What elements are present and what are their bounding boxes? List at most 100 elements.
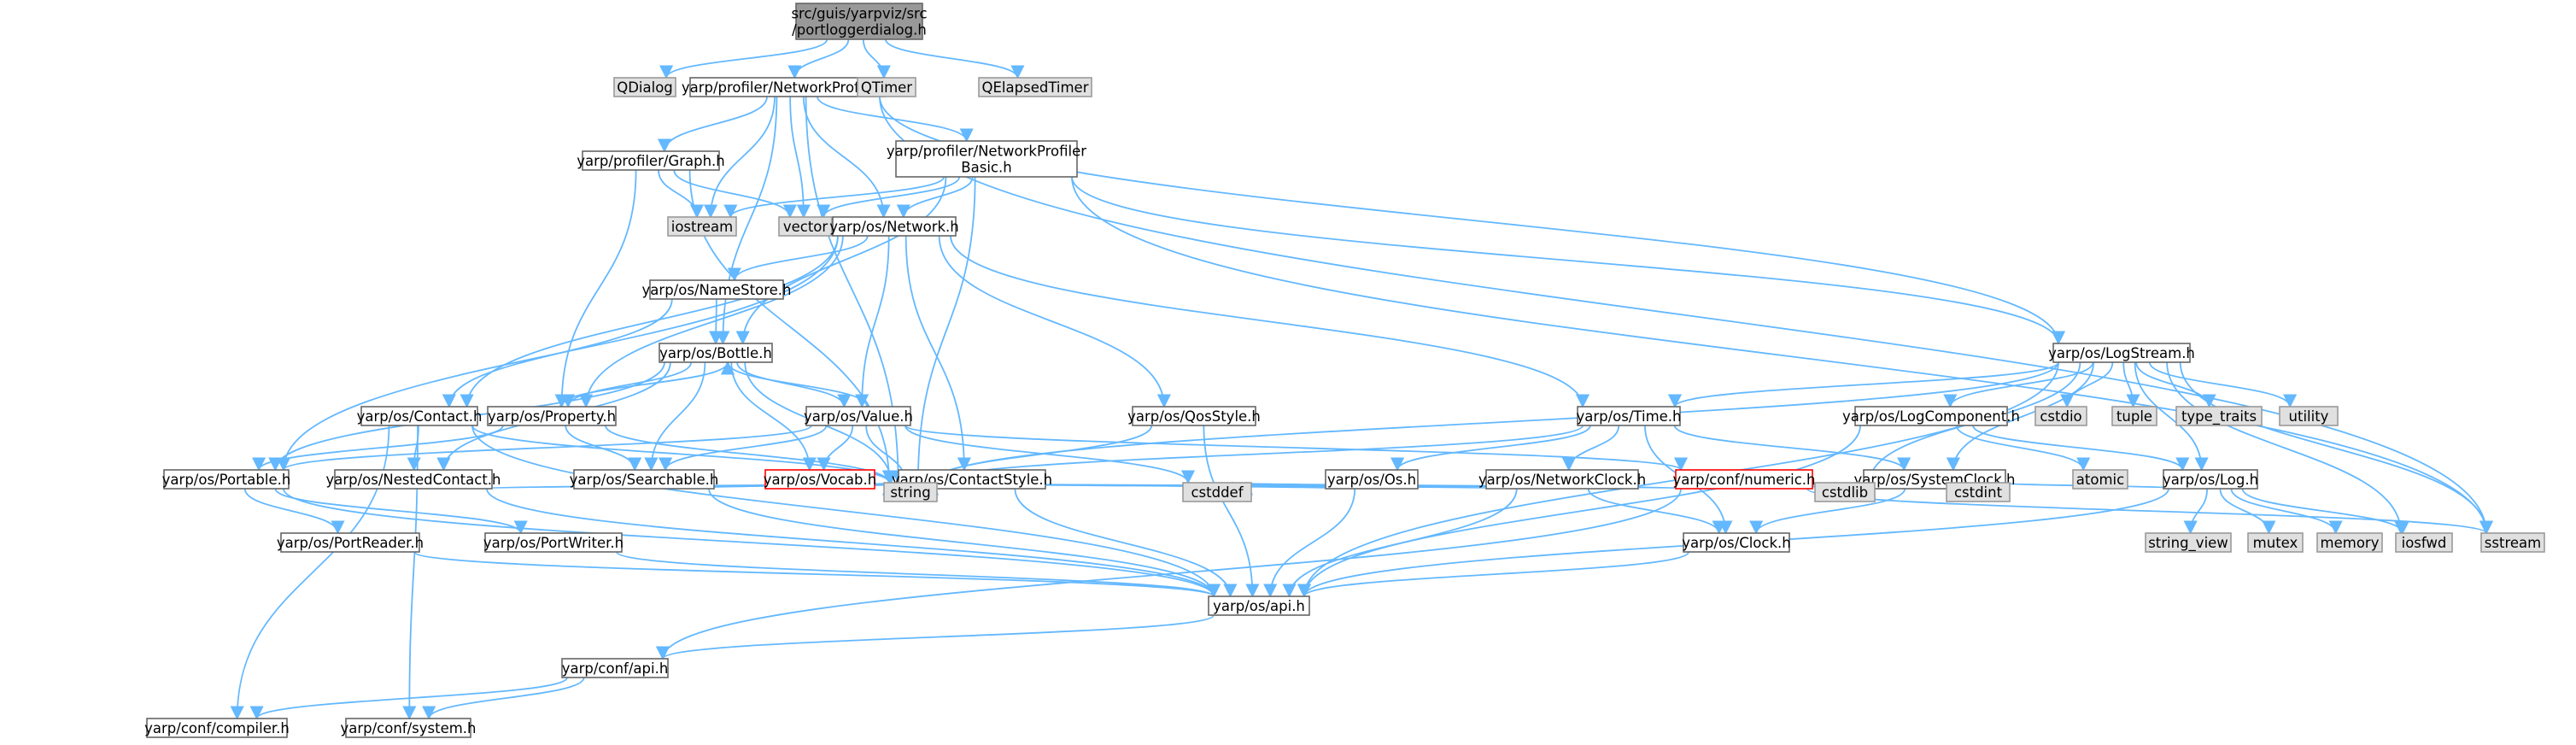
node-portable[interactable]: yarp/os/Portable.h xyxy=(162,469,291,490)
node-searchable[interactable]: yarp/os/Searchable.h xyxy=(570,469,719,490)
edge-property-to-bottle xyxy=(559,361,735,408)
node-iosfwd[interactable]: iosfwd xyxy=(2395,532,2453,553)
node-label: cstdint xyxy=(1954,484,2003,501)
node-logstream[interactable]: yarp/os/LogStream.h xyxy=(2048,343,2195,363)
node-box xyxy=(1208,595,1310,616)
edge-netprof-to-iostream xyxy=(703,96,776,219)
node-time[interactable]: yarp/os/Time.h xyxy=(1576,406,1682,426)
node-label: yarp/profiler/NetworkProfiler.h xyxy=(682,79,893,96)
node-namestore[interactable]: yarp/os/NameStore.h xyxy=(642,279,792,300)
node-label: yarp/os/Os.h xyxy=(1327,472,1416,488)
node-mutex[interactable]: mutex xyxy=(2247,532,2304,553)
edge-logcomp-to-log xyxy=(1972,425,2190,472)
node-string[interactable]: string xyxy=(883,482,938,502)
node-box xyxy=(764,469,875,490)
node-root[interactable]: src/guis/yarpviz/src/portloggerdialog.h xyxy=(791,3,928,40)
node-atomic[interactable]: atomic xyxy=(2072,469,2128,490)
node-compiler[interactable]: yarp/conf/compiler.h xyxy=(144,718,290,738)
node-clock[interactable]: yarp/os/Clock.h xyxy=(1682,532,1791,553)
edge-npbasic-to-vector xyxy=(817,176,961,219)
node-label: atomic xyxy=(2076,472,2124,488)
edge-graph-to-property xyxy=(554,169,637,408)
node-utility[interactable]: utility xyxy=(2279,406,2339,426)
edge-confapi-to-compiler xyxy=(249,677,568,720)
node-cstdint[interactable]: cstdint xyxy=(1946,482,2011,502)
node-value[interactable]: yarp/os/Value.h xyxy=(804,406,913,426)
node-tuple[interactable]: tuple xyxy=(2111,406,2157,426)
node-label: yarp/conf/numeric.h xyxy=(1673,472,1816,488)
node-numeric[interactable]: yarp/conf/numeric.h xyxy=(1673,469,1816,490)
node-memory[interactable]: memory xyxy=(2316,532,2383,553)
node-system[interactable]: yarp/conf/system.h xyxy=(340,718,477,738)
node-qelapsed[interactable]: QElapsedTimer xyxy=(978,77,1092,97)
node-contact[interactable]: yarp/os/Contact.h xyxy=(357,406,483,426)
edge-logstream-to-sstream xyxy=(2179,361,2494,535)
node-api[interactable]: yarp/os/api.h xyxy=(1208,595,1310,616)
edge-contactstyle-to-api xyxy=(1014,488,1238,598)
edge-bottle-to-vocab xyxy=(730,361,817,472)
node-label: yarp/os/Value.h xyxy=(804,408,913,425)
node-portwriter[interactable]: yarp/os/PortWriter.h xyxy=(483,532,624,553)
node-property[interactable]: yarp/os/Property.h xyxy=(487,406,617,426)
edge-portable-to-portwriter xyxy=(274,488,528,535)
edge-numeric-to-sstream xyxy=(1806,488,2493,535)
edge-network-to-property xyxy=(579,235,844,408)
node-os[interactable]: yarp/os/Os.h xyxy=(1325,469,1419,490)
edge-root-to-qdialog xyxy=(659,38,828,79)
node-cstddef[interactable]: cstddef xyxy=(1182,482,1252,502)
node-box xyxy=(1946,482,2011,502)
node-box xyxy=(883,482,938,502)
node-netclock[interactable]: yarp/os/NetworkClock.h xyxy=(1478,469,1646,490)
node-logcomp[interactable]: yarp/os/LogComponent.h xyxy=(1842,406,2020,426)
node-label: yarp/os/NetworkClock.h xyxy=(1478,472,1646,488)
edge-time-to-sysclock xyxy=(1673,425,1912,472)
node-vocab[interactable]: yarp/os/Vocab.h xyxy=(764,469,876,490)
edge-log-to-mutex xyxy=(2219,488,2276,535)
node-box xyxy=(334,469,493,490)
edge-numeric-to-confapi xyxy=(656,488,1682,660)
node-confapi[interactable]: yarp/conf/api.h xyxy=(561,658,669,678)
node-qtimer[interactable]: QTimer xyxy=(857,77,916,97)
node-bottle[interactable]: yarp/os/Bottle.h xyxy=(659,343,773,363)
node-stringview[interactable]: string_view xyxy=(2145,532,2232,553)
node-qosstyle[interactable]: yarp/os/QosStyle.h xyxy=(1127,406,1261,426)
node-cstdio[interactable]: cstdio xyxy=(2034,406,2087,426)
edge-logstream-to-logcomp xyxy=(1943,361,2094,408)
node-qdialog[interactable]: QDialog xyxy=(613,77,676,97)
node-graph[interactable]: yarp/profiler/Graph.h xyxy=(577,150,725,171)
node-box xyxy=(280,532,420,553)
node-network[interactable]: yarp/os/Network.h xyxy=(829,216,959,237)
node-netprof[interactable]: yarp/profiler/NetworkProfiler.h xyxy=(682,77,893,97)
edge-portable-to-api xyxy=(283,488,1221,598)
node-portreader[interactable]: yarp/os/PortReader.h xyxy=(277,532,424,553)
node-label: utility xyxy=(2289,408,2329,425)
node-label: yarp/os/api.h xyxy=(1213,598,1305,614)
node-vector[interactable]: vector xyxy=(778,216,833,237)
node-box xyxy=(1675,469,1813,490)
edge-network-to-contact xyxy=(460,235,839,408)
edge-contact-to-api xyxy=(471,425,1221,598)
edge-logstream-to-log xyxy=(2134,361,2209,472)
node-label: yarp/os/Log.h xyxy=(2163,472,2258,488)
node-box xyxy=(2175,406,2263,426)
node-label: memory xyxy=(2321,535,2380,551)
node-typetraits[interactable]: type_traits xyxy=(2175,406,2263,426)
node-iostream[interactable]: iostream xyxy=(667,216,737,237)
node-label: yarp/os/NameStore.h xyxy=(642,282,792,298)
node-nested[interactable]: yarp/os/NestedContact.h xyxy=(325,469,501,490)
node-box xyxy=(778,216,833,237)
node-cstdlib[interactable]: cstdlib xyxy=(1814,482,1876,502)
node-label: yarp/profiler/NetworkProfiler xyxy=(887,144,1086,160)
node-log[interactable]: yarp/os/Log.h xyxy=(2163,469,2258,490)
node-box xyxy=(1683,532,1790,553)
node-sstream[interactable]: sstream xyxy=(2480,532,2545,553)
node-box xyxy=(2052,343,2191,363)
edge-logcomp-to-api xyxy=(1297,425,1861,598)
node-label: yarp/os/Network.h xyxy=(829,219,959,235)
node-box xyxy=(895,140,1078,178)
edge-bottle-to-value xyxy=(736,361,852,408)
node-box xyxy=(2034,406,2087,426)
node-label: string_view xyxy=(2148,535,2228,552)
edge-npbasic-to-string xyxy=(910,176,976,484)
